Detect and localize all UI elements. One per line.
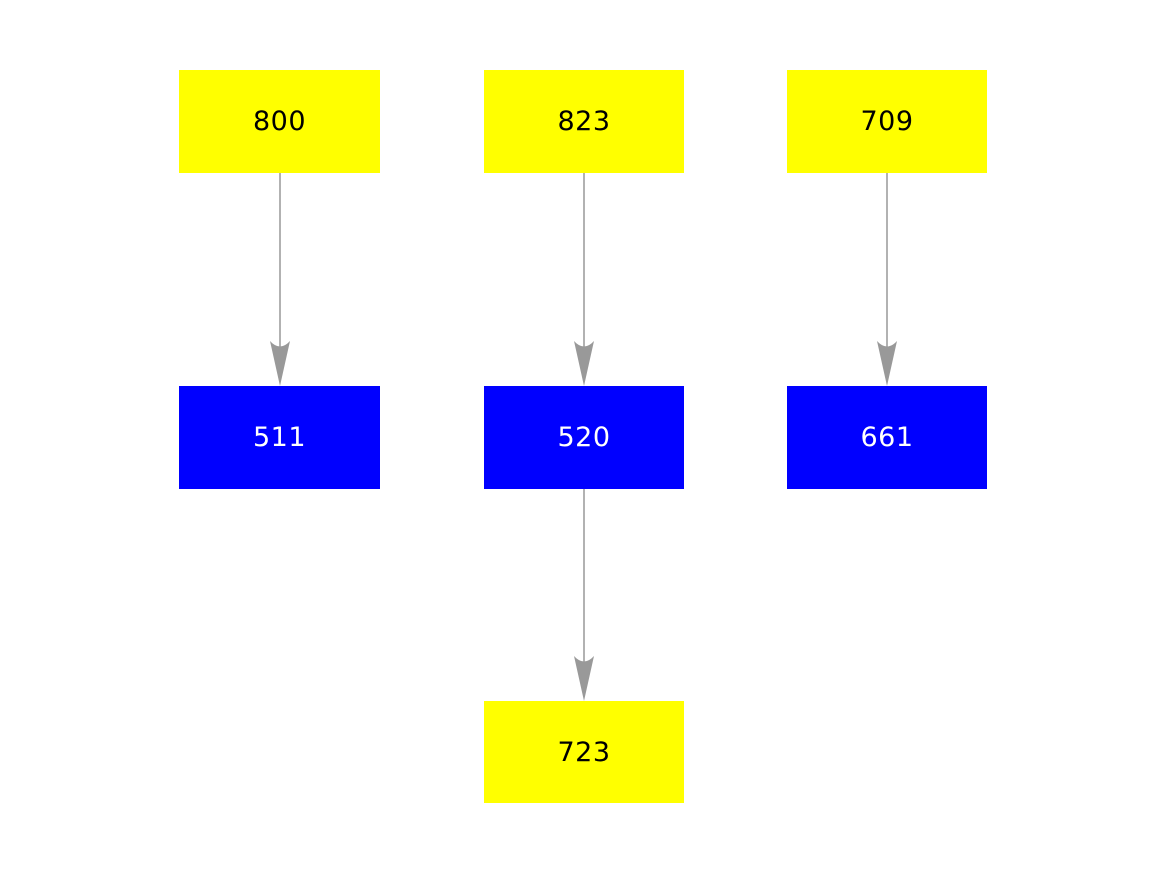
- node-800[interactable]: 800: [179, 70, 380, 173]
- edge-arrowhead: [574, 656, 594, 701]
- edge-823-to-520: [574, 173, 594, 386]
- node-511[interactable]: 511: [179, 386, 380, 489]
- node-label: 823: [557, 106, 611, 137]
- edge-709-to-661: [877, 173, 897, 386]
- edge-520-to-723: [574, 489, 594, 701]
- node-label: 800: [252, 106, 307, 137]
- node-label: 520: [557, 422, 611, 453]
- node-label: 709: [860, 106, 914, 137]
- node-label: 723: [557, 736, 611, 768]
- node-661[interactable]: 661: [787, 386, 987, 489]
- edge-arrowhead: [877, 341, 897, 386]
- node-label: 661: [860, 422, 914, 453]
- node-520[interactable]: 520: [484, 386, 684, 489]
- edge-800-to-511: [270, 173, 290, 386]
- edge-arrowhead: [270, 341, 290, 386]
- node-709[interactable]: 709: [787, 70, 987, 173]
- node-label: 511: [252, 422, 307, 453]
- node-823[interactable]: 823: [484, 70, 684, 173]
- node-723[interactable]: 723: [484, 701, 684, 803]
- edge-arrowhead: [574, 341, 594, 386]
